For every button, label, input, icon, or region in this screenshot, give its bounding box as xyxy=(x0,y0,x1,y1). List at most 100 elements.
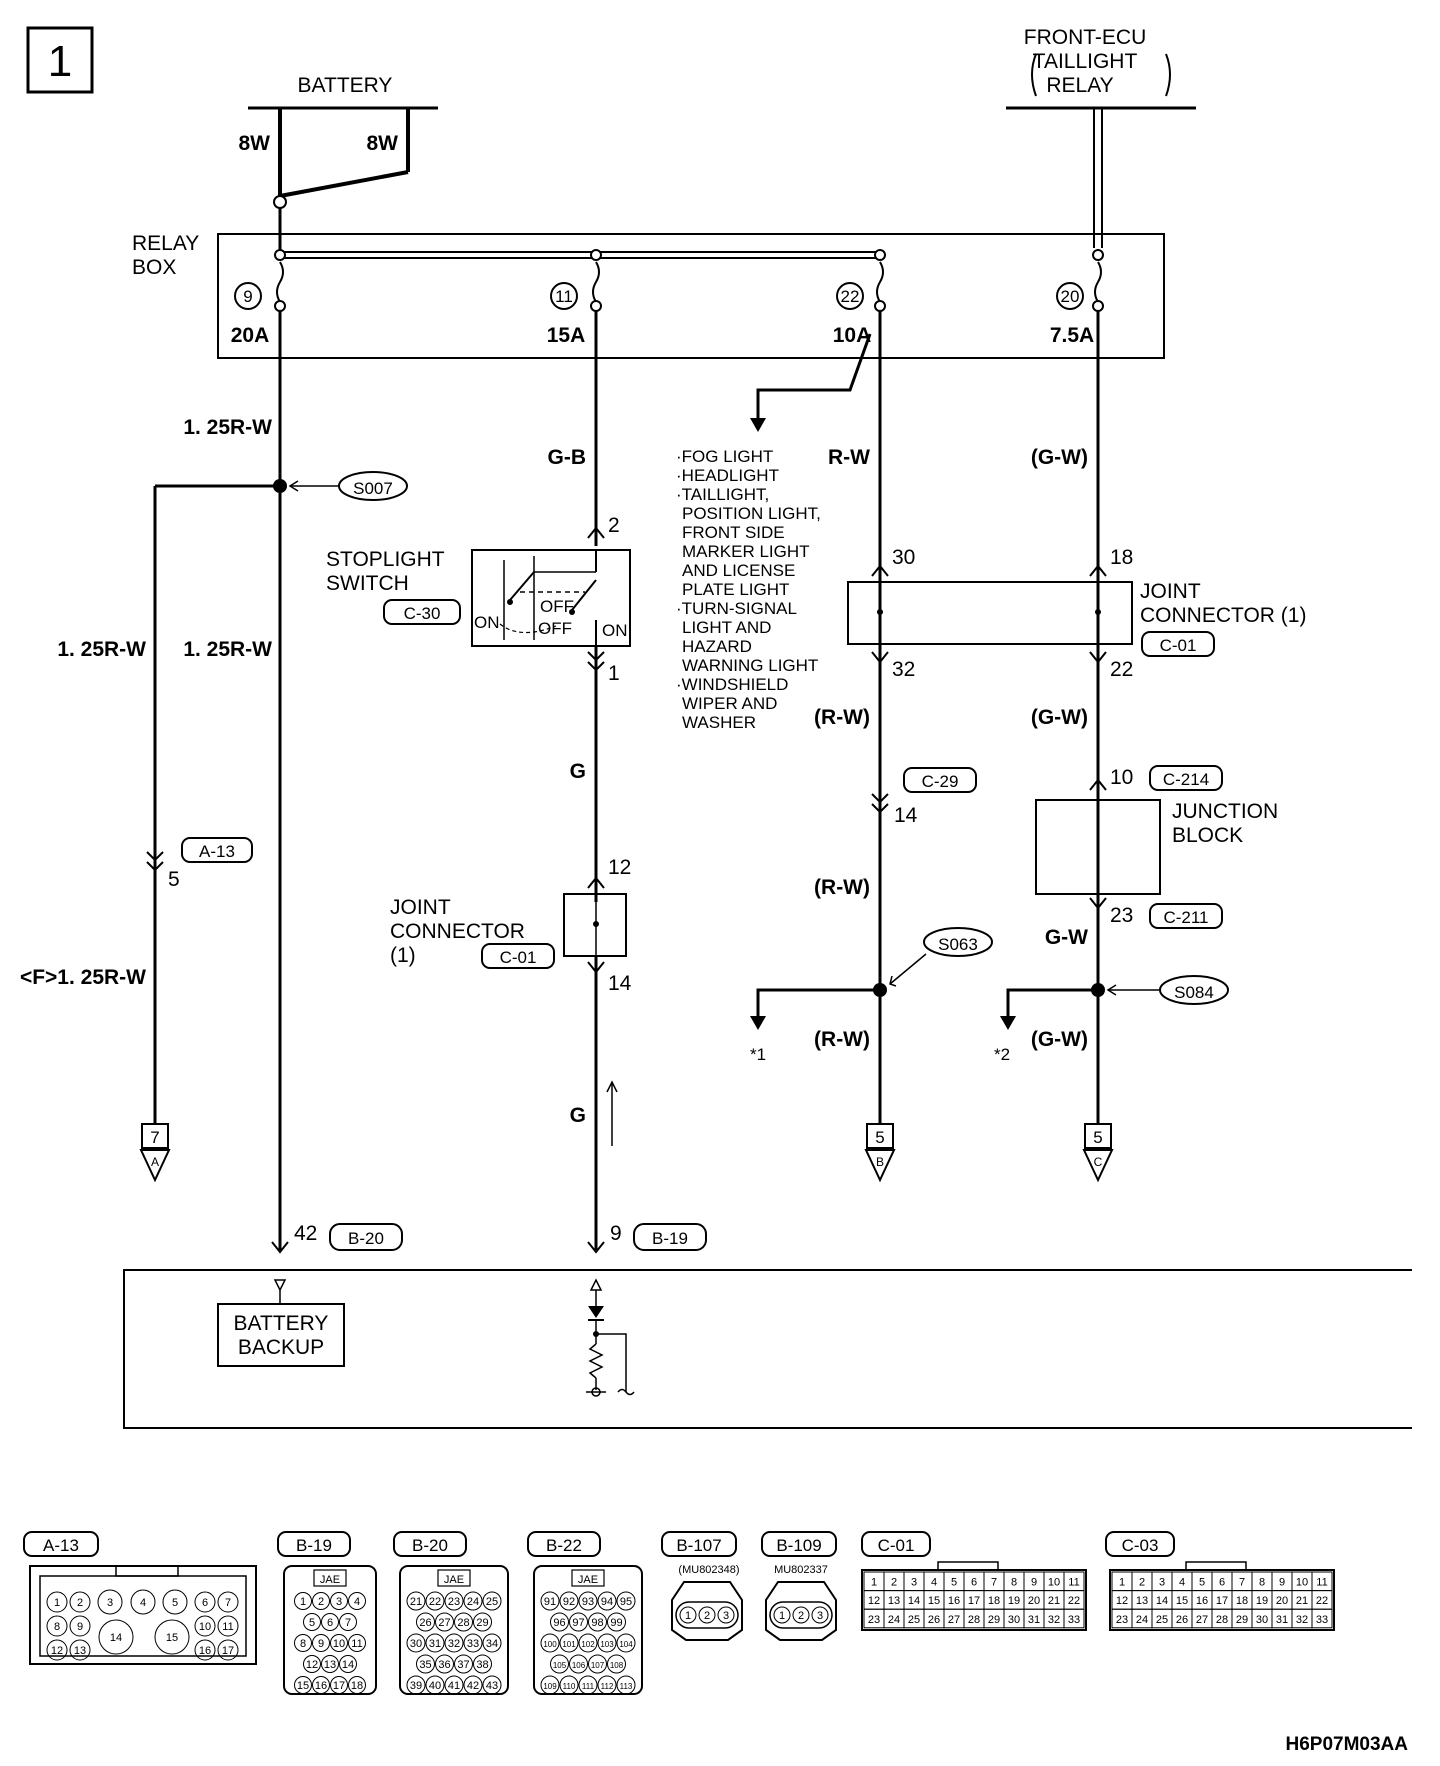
b20-pin-34 xyxy=(482,1633,502,1653)
c2-jc-pin-in: 12 xyxy=(608,856,631,879)
b22-pin-label-108: 108 xyxy=(610,1661,624,1670)
b19-pin-17 xyxy=(330,1676,348,1694)
a13-pin-16: 16 xyxy=(199,1645,211,1657)
load-item-10: LIGHT AND xyxy=(682,618,771,637)
c01-label: C-01 xyxy=(878,1536,915,1555)
a13-pin-9: 9 xyxy=(77,1621,83,1633)
b20-pin-25 xyxy=(482,1591,502,1611)
a13-pin-12: 12 xyxy=(51,1645,63,1657)
b19-maker: JAE xyxy=(320,1574,340,1586)
b20-pin-label-32: 32 xyxy=(448,1638,460,1650)
b22-pin-101 xyxy=(559,1633,579,1653)
c01-pin-label-5: 5 xyxy=(951,1577,957,1589)
c03-pin-label-22: 22 xyxy=(1316,1595,1328,1607)
b19-pin-label-5: 5 xyxy=(309,1617,315,1629)
load-item-7: AND LICENSE xyxy=(682,561,795,580)
b22-pin-label-106: 106 xyxy=(572,1661,586,1670)
c01-pin-label-7: 7 xyxy=(991,1577,997,1589)
b22-pin-94 xyxy=(597,1591,617,1611)
relay-box-label-line1: RELAY xyxy=(132,232,199,255)
fuse-22: 22 10A xyxy=(833,249,886,347)
c03-pin-label-9: 9 xyxy=(1279,1577,1285,1589)
c03-pin-label-21: 21 xyxy=(1296,1595,1308,1607)
connector-a13: A-13 1 2 3 4 5 6 7 8 9 14 15 10 11 12 13… xyxy=(23,1531,257,1665)
page-number-box: 1 xyxy=(26,26,94,94)
b22-pin-95 xyxy=(616,1591,636,1611)
b20-pin-42 xyxy=(463,1675,483,1695)
c03-pin-label-27: 27 xyxy=(1196,1614,1208,1626)
b20-pin-label-22: 22 xyxy=(429,1596,441,1608)
a13-pin-3: 3 xyxy=(107,1597,113,1609)
fuse-9: 9 20A xyxy=(231,249,286,347)
b22-pin-label-100: 100 xyxy=(543,1640,557,1649)
b22-pin-108 xyxy=(607,1654,626,1674)
c2-wire-low: G xyxy=(570,1104,586,1127)
b19-pin-16 xyxy=(312,1676,330,1694)
c4-conn-c214: C-214 xyxy=(1163,770,1209,789)
c03-pin-label-1: 1 xyxy=(1119,1577,1125,1589)
b109-part: MU802337 xyxy=(774,1564,828,1576)
c4-pin-10: 10 xyxy=(1110,766,1133,789)
b19-pin-label-15: 15 xyxy=(297,1680,309,1692)
b20-pin-label-25: 25 xyxy=(486,1596,498,1608)
c4-wire-a: (G-W) xyxy=(1031,706,1088,729)
b107-label: B-107 xyxy=(676,1536,721,1555)
b22-pin-99 xyxy=(607,1612,626,1632)
b19-pin-label-16: 16 xyxy=(315,1680,327,1692)
c4-pin-18: 18 xyxy=(1110,546,1133,569)
b22-pin-label-107: 107 xyxy=(591,1661,605,1670)
c03-pin-label-15: 15 xyxy=(1176,1595,1188,1607)
b22-pin-label-103: 103 xyxy=(600,1640,614,1649)
c01-pin-label-19: 19 xyxy=(1008,1595,1020,1607)
c03-pin-label-24: 24 xyxy=(1136,1614,1148,1626)
battery-wire-left-label: 8W xyxy=(239,132,271,155)
c1-main-wire: 1. 25R-W xyxy=(183,638,272,661)
c01-pin-label-28: 28 xyxy=(968,1614,980,1626)
b22-pin-label-91: 91 xyxy=(544,1596,556,1608)
c4-note: *2 xyxy=(994,1045,1010,1064)
b19-pin-15 xyxy=(294,1676,312,1694)
b107-part: (MU802348) xyxy=(678,1564,739,1576)
b22-pin-110 xyxy=(559,1675,579,1695)
load-item-1: ·FOG LIGHT xyxy=(676,447,773,466)
circuit-fuse-11: G-B 2 STOPLIGHT SWITCH C-30 ON OFF OFF O… xyxy=(326,311,707,1254)
b20-pin-label-34: 34 xyxy=(486,1638,498,1650)
c01-pin-label-4: 4 xyxy=(931,1577,937,1589)
c4-wire-b: G-W xyxy=(1045,926,1088,949)
c01-pin-label-21: 21 xyxy=(1048,1595,1060,1607)
c4-pin-22: 22 xyxy=(1110,658,1133,681)
fuse-11-rating: 15A xyxy=(547,324,586,347)
load-item-4: POSITION LIGHT, xyxy=(682,504,821,523)
b22-pin-102 xyxy=(578,1633,598,1653)
b22-pin-label-99: 99 xyxy=(610,1617,622,1629)
c4-wire-top: (G-W) xyxy=(1031,446,1088,469)
b20-pin-label-24: 24 xyxy=(467,1596,479,1608)
b20-pin-37 xyxy=(454,1654,473,1674)
c01-pin-label-13: 13 xyxy=(888,1595,900,1607)
b20-pin-33 xyxy=(463,1633,483,1653)
b107-pin-3 xyxy=(717,1606,735,1624)
c3-ref-letter: B xyxy=(876,1155,884,1169)
b20-pin-26 xyxy=(416,1612,435,1632)
front-ecu-source: FRONT-ECU TAILLIGHT RELAY xyxy=(1006,26,1196,248)
a13-pin-13: 13 xyxy=(74,1645,86,1657)
fuse-11-number: 11 xyxy=(555,287,573,306)
c03-pin-label-6: 6 xyxy=(1219,1577,1225,1589)
b22-pin-label-94: 94 xyxy=(601,1596,613,1608)
c4-splice: S084 xyxy=(1174,983,1214,1002)
c03-pin-label-30: 30 xyxy=(1256,1614,1268,1626)
c1-branch-wire: 1. 25R-W xyxy=(57,638,146,661)
c3-note: *1 xyxy=(750,1045,766,1064)
b22-pin-label-102: 102 xyxy=(581,1640,595,1649)
c4-jc-conn: C-01 xyxy=(1160,636,1197,655)
c4-jb-line1: JUNCTION xyxy=(1172,800,1278,823)
b107-pin-2 xyxy=(698,1606,716,1624)
c4-jb-line2: BLOCK xyxy=(1172,824,1243,847)
c03-pin-label-26: 26 xyxy=(1176,1614,1188,1626)
